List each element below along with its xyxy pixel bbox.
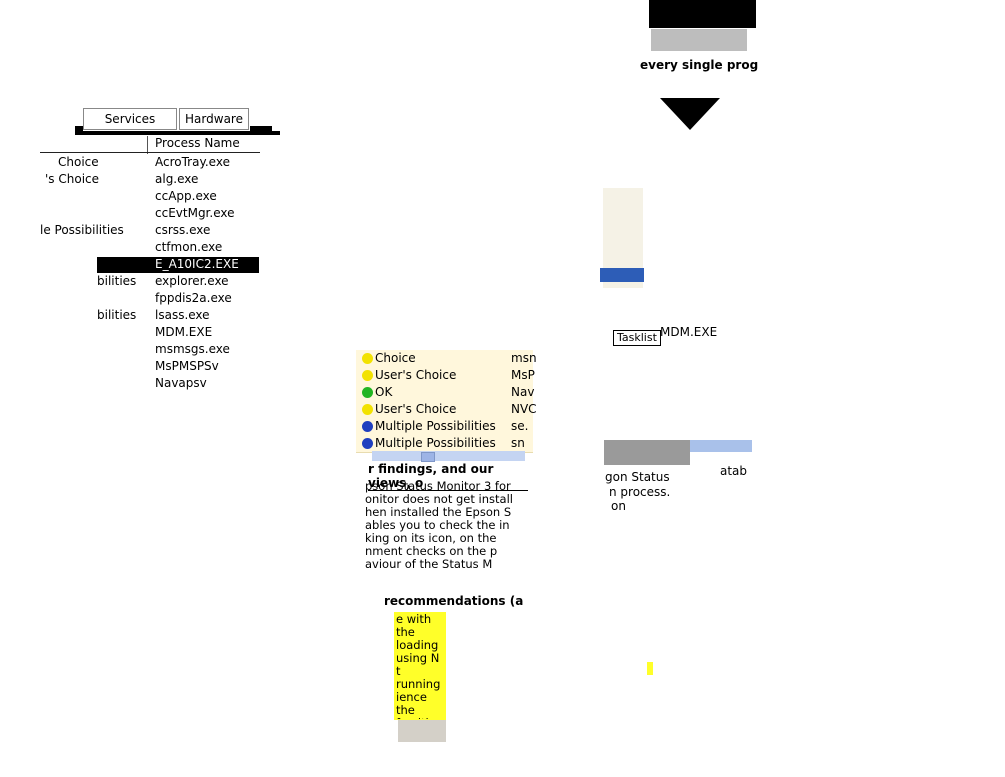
recommendations-highlight bbox=[394, 612, 446, 720]
recommendation-line: ience the bbox=[396, 690, 427, 717]
process-name-cell[interactable]: ccApp.exe bbox=[155, 189, 217, 203]
selected-row-highlight bbox=[97, 257, 259, 273]
tab-strip-edge bbox=[75, 126, 83, 132]
process-label: MDM.EXE bbox=[660, 325, 718, 339]
process-cell: NVC bbox=[511, 402, 537, 416]
process-cell: MsP bbox=[511, 368, 535, 382]
database-label: atab bbox=[720, 464, 748, 478]
process-cell: msn bbox=[511, 351, 537, 365]
rating-label: Multiple Possibilities bbox=[375, 436, 496, 450]
rating-label: User's Choice bbox=[375, 402, 457, 416]
recommendations-header: recommendations (a bbox=[384, 594, 524, 608]
column-separator[interactable] bbox=[147, 136, 148, 154]
status-dot-icon bbox=[362, 387, 373, 398]
recommendation-line: f writing bbox=[396, 717, 448, 720]
status-text-line: n process. bbox=[609, 485, 671, 499]
findings-line: nment checks on the p bbox=[365, 544, 498, 558]
rating-label: OK bbox=[375, 385, 393, 399]
status-dot-icon bbox=[362, 421, 373, 432]
tab-services[interactable]: Services bbox=[83, 108, 177, 130]
rating-cell: 's Choice bbox=[45, 172, 100, 186]
scrollbar-thumb[interactable] bbox=[421, 452, 435, 462]
rating-cell: Choice bbox=[58, 155, 99, 169]
recommendation-line: t running bbox=[396, 664, 441, 691]
process-name-cell[interactable]: E_A10IC2.EXE bbox=[155, 257, 239, 271]
process-name-cell[interactable]: alg.exe bbox=[155, 172, 199, 186]
recommendation-line: e with the bbox=[396, 613, 432, 639]
header-divider bbox=[40, 152, 260, 153]
findings-line: ables you to check the in bbox=[365, 518, 510, 532]
rating-cell: le Possibilities bbox=[40, 223, 124, 237]
rating-label: Multiple Possibilities bbox=[375, 419, 496, 433]
process-name-cell[interactable]: MDM.EXE bbox=[155, 325, 213, 339]
tab-hardware[interactable]: Hardware bbox=[179, 108, 249, 130]
findings-header: r findings, and our views, o bbox=[368, 462, 528, 491]
process-name-cell[interactable]: ctfmon.exe bbox=[155, 240, 223, 254]
arrow-down-icon bbox=[660, 98, 720, 130]
recommendations-footer bbox=[398, 720, 446, 742]
findings-line: onitor does not get install bbox=[365, 492, 513, 506]
selection-bar bbox=[600, 268, 644, 282]
process-list-window: Services Hardware Process Name Choice Acr… bbox=[0, 0, 300, 400]
findings-line: king on its icon, on the bbox=[365, 531, 497, 545]
findings-line: hen installed the Epson S bbox=[365, 505, 512, 519]
rating-cell: bilities bbox=[97, 274, 137, 288]
process-name-cell[interactable]: lsass.exe bbox=[155, 308, 210, 322]
scrollbar-highlight[interactable] bbox=[690, 440, 752, 452]
status-dot-icon bbox=[362, 404, 373, 415]
process-name-cell[interactable]: ccEvtMgr.exe bbox=[155, 206, 235, 220]
rating-label: User's Choice bbox=[375, 368, 457, 382]
process-name-cell[interactable]: Navapsv bbox=[155, 376, 207, 390]
description-title: every single prog bbox=[640, 58, 759, 72]
column-header-process-name[interactable]: Process Name bbox=[155, 136, 240, 150]
recommendation-line: loading bbox=[396, 638, 439, 652]
process-cell: Nav bbox=[511, 385, 535, 399]
process-cell: se. bbox=[511, 419, 529, 433]
process-name-cell[interactable]: AcroTray.exe bbox=[155, 155, 230, 169]
process-name-cell[interactable]: csrss.exe bbox=[155, 223, 211, 237]
tasklist-tooltip: Tasklist bbox=[613, 330, 661, 346]
findings-line: pson Status Monitor 3 for bbox=[365, 479, 511, 493]
process-name-cell[interactable]: msmsgs.exe bbox=[155, 342, 230, 356]
rating-cell: bilities bbox=[97, 308, 137, 322]
status-dot-icon bbox=[362, 370, 373, 381]
process-name-cell[interactable]: explorer.exe bbox=[155, 274, 229, 288]
toolbar-strip bbox=[651, 29, 747, 51]
status-text-line: on bbox=[611, 499, 626, 513]
rating-label: Choice bbox=[375, 351, 416, 365]
status-text-line: gon Status bbox=[605, 470, 670, 484]
recommendation-line: using N bbox=[396, 651, 440, 665]
findings-line: aviour of the Status M bbox=[365, 557, 493, 571]
process-name-cell[interactable]: fppdis2a.exe bbox=[155, 291, 232, 305]
yellow-marker bbox=[647, 662, 653, 675]
window-titlebar bbox=[649, 0, 756, 28]
horizontal-scrollbar[interactable] bbox=[372, 451, 525, 461]
tab-strip bbox=[75, 131, 280, 135]
status-dot-icon bbox=[362, 353, 373, 364]
process-name-cell[interactable]: MsPMSPSv bbox=[155, 359, 219, 373]
tab-strip-edge bbox=[250, 126, 272, 132]
status-dot-icon bbox=[362, 438, 373, 449]
process-cell: sn bbox=[511, 436, 525, 450]
scrollbar-track[interactable] bbox=[604, 440, 690, 465]
